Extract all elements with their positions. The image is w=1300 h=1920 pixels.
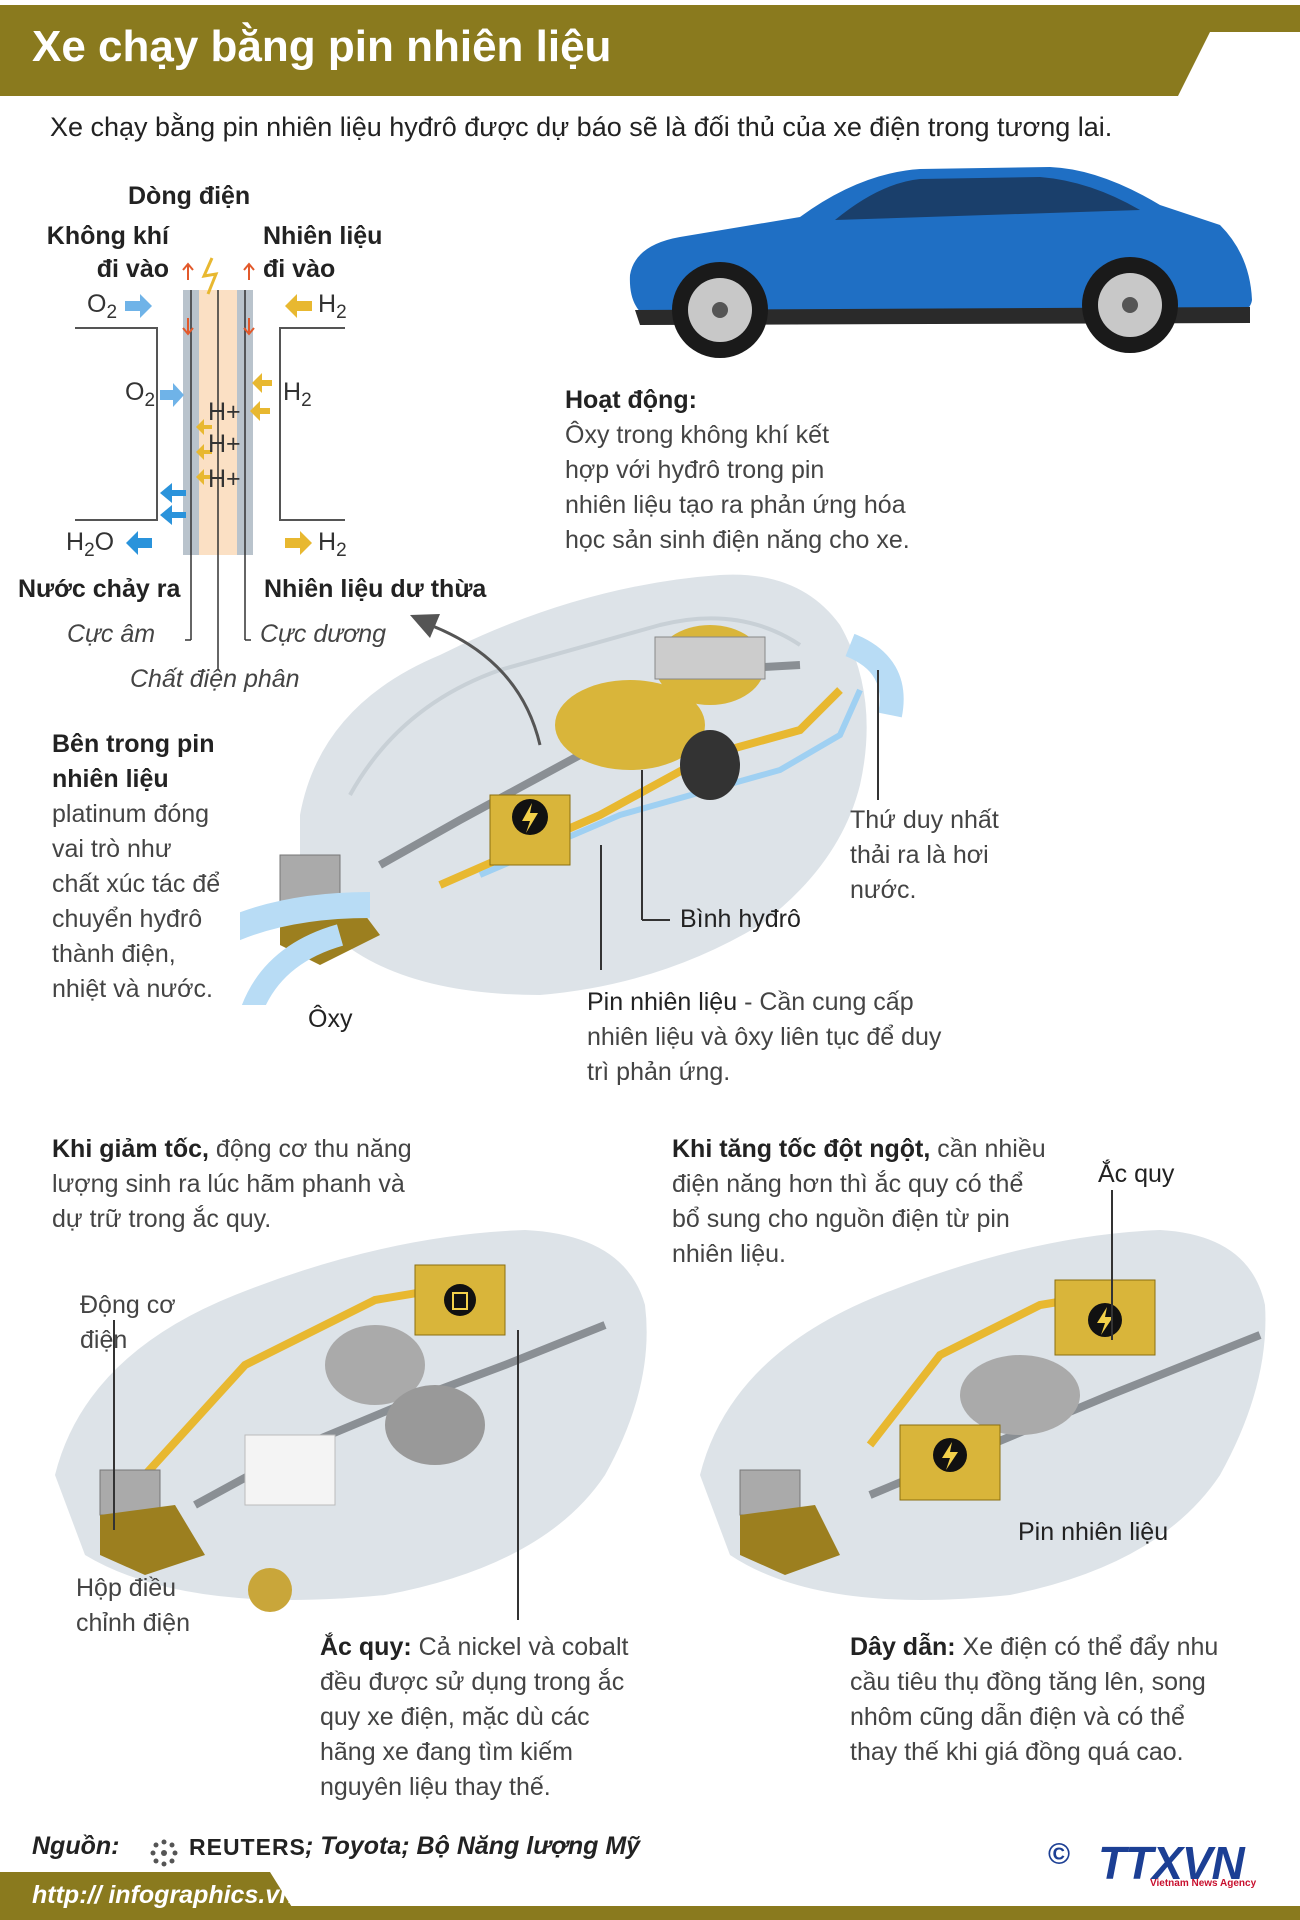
acceleration-car-diagram [700, 1230, 1266, 1600]
hydrogen-tank-label: Bình hyđrô [680, 905, 801, 933]
current-arrow-icon [182, 257, 255, 336]
hydrogen-arrow-icon [196, 294, 312, 555]
controller-label: Hộp điều chỉnh điện [76, 1574, 190, 1637]
battery-text: Ắc quy: Cả nickel và cobalt đều được sử … [320, 1633, 629, 1801]
fuel-cell-text: Pin nhiên liệu - Cần cung cấp nhiên liệu… [587, 988, 942, 1086]
reuters-text: REUTERS [189, 1834, 306, 1860]
current-label: Dòng điện [128, 182, 251, 210]
hplus-label-2: H+ [208, 430, 241, 458]
o2-label-mid: O2 [125, 378, 156, 411]
battery-icon [444, 1284, 476, 1316]
fuel-cell-label: Pin nhiên liệu [1018, 1518, 1169, 1546]
header-bar [0, 5, 1300, 100]
fuel-cell-diagram [75, 257, 345, 670]
agency-logo: TTXVN [1098, 1837, 1245, 1889]
agency-subtitle: Vietnam News Agency [1150, 1878, 1257, 1889]
hplus-label-3: H+ [208, 465, 241, 493]
source-text: ; Toyota; Bộ Năng lượng Mỹ [305, 1832, 641, 1860]
copyright-icon: © [1048, 1838, 1071, 1871]
accel-leader-lines [1111, 1190, 1113, 1340]
wire-text: Dây dẫn: Xe điện có thể đẩy nhu cầu tiêu… [850, 1633, 1219, 1766]
anode-label: Cực dương [260, 620, 387, 648]
page-title: Xe chạy bằng pin nhiên liệu [32, 22, 612, 71]
operation-text: Hoạt động: Ôxy trong không khí kết hợp v… [565, 386, 910, 554]
page-subtitle: Xe chạy bằng pin nhiên liệu hyđrô được d… [50, 112, 1113, 142]
blue-car-image [629, 167, 1252, 358]
water-arrow-icon [126, 483, 186, 555]
oxygen-arrow-icon [125, 294, 184, 407]
website-link[interactable]: http:// infographics.vn [32, 1881, 295, 1909]
source-label: Nguồn: [32, 1832, 120, 1860]
leader-lines [600, 670, 879, 970]
water-out-label: Nước chảy ra [18, 575, 181, 603]
oxygen-label: Ôxy [308, 1005, 353, 1033]
o2-label-top: O2 [87, 290, 118, 323]
battery-label: Ắc quy [1098, 1160, 1175, 1188]
h2-label-bottom: H2 [318, 528, 347, 561]
h2-label-mid: H2 [283, 378, 312, 411]
decel-leader-lines [113, 1320, 519, 1620]
water-label: H2O [66, 528, 115, 561]
decel-text: Khi giảm tốc, động cơ thu năng lượng sin… [52, 1135, 412, 1233]
exhaust-pointer-arrow [410, 614, 542, 746]
cathode-label: Cực âm [67, 620, 156, 648]
motor-label: Động cơ điện [80, 1291, 176, 1354]
h2-label-top: H2 [318, 290, 347, 323]
footer-bar [0, 1872, 1300, 1920]
deceleration-car-diagram [55, 1230, 647, 1612]
fuel-cell-car-diagram [240, 574, 904, 1005]
excess-fuel-label: Nhiên liệu dư thừa [264, 575, 487, 603]
inside-cell-text: Bên trong pin nhiên liệu platinum đóng v… [52, 730, 221, 1003]
hplus-label-1: H+ [208, 398, 241, 426]
reuters-logo-icon [150, 1839, 178, 1867]
electrolyte-label: Chất điện phân [130, 665, 300, 693]
accel-text: Khi tăng tốc đột ngột, cần nhiều điện nă… [672, 1135, 1046, 1268]
exhaust-text: Thứ duy nhất thải ra là hơi nước. [850, 806, 999, 904]
